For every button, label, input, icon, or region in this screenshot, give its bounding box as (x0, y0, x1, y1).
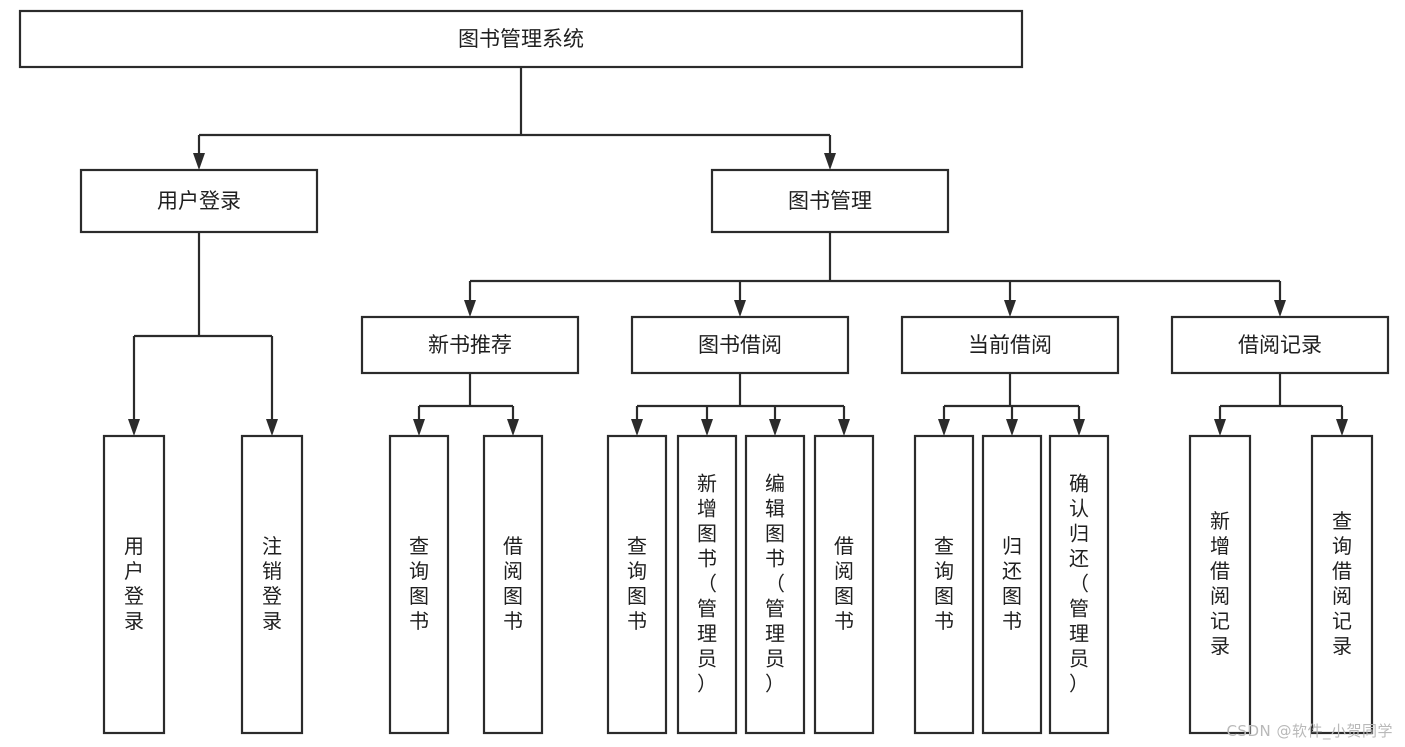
node-box (744, 434, 806, 735)
edge-arrow-head (193, 153, 205, 170)
edge-group-record (1214, 373, 1348, 436)
node-box (360, 315, 580, 375)
node-label: 查询图书 (409, 534, 429, 633)
edge-arrow-head (1006, 419, 1018, 436)
node-label: 查询借阅记录 (1332, 509, 1352, 658)
node-box (981, 434, 1043, 735)
edge-arrow-head (734, 300, 746, 317)
node-label: 图书管理系统 (458, 27, 584, 51)
node-leaf-rec-1[interactable]: 新增借阅记录 (1188, 434, 1252, 735)
edge-arrow-head (938, 419, 950, 436)
edge-arrow-head (769, 419, 781, 436)
node-box (606, 434, 668, 735)
node-borrow[interactable]: 图书借阅 (630, 315, 850, 375)
node-box (1310, 434, 1374, 735)
node-leaf-cur-3[interactable]: 确认归还（管理员） (1048, 434, 1110, 735)
edge-arrow-head (824, 153, 836, 170)
edge-arrow-head (1004, 300, 1016, 317)
node-box (676, 434, 738, 735)
node-label: 当前借阅 (968, 333, 1052, 357)
node-leaf-cur-1[interactable]: 查询图书 (913, 434, 975, 735)
edge-group-newbook (413, 373, 519, 436)
node-box (18, 9, 1024, 69)
node-leaf-login-2[interactable]: 注销登录 (240, 434, 304, 735)
edge-arrow-head (1073, 419, 1085, 436)
node-label: 确认归还（管理员） (1069, 471, 1089, 695)
edges-layer (128, 67, 1348, 436)
node-label: 查询图书 (934, 534, 954, 633)
node-box (388, 434, 450, 735)
node-box (482, 434, 544, 735)
node-label: 编辑图书（管理员） (765, 471, 785, 695)
node-label: 归还图书 (1002, 534, 1022, 633)
node-newbook[interactable]: 新书推荐 (360, 315, 580, 375)
node-label: 新书推荐 (428, 333, 512, 357)
node-leaf-rec-2[interactable]: 查询借阅记录 (1310, 434, 1374, 735)
node-label: 新增借阅记录 (1210, 509, 1230, 658)
edge-arrow-head (701, 419, 713, 436)
node-leaf-new-1[interactable]: 查询图书 (388, 434, 450, 735)
node-box (813, 434, 875, 735)
node-box (1048, 434, 1110, 735)
node-label: 用户登录 (124, 534, 144, 633)
node-box (630, 315, 850, 375)
edge-arrow-head (507, 419, 519, 436)
edge-group-borrow (631, 373, 850, 436)
node-leaf-new-2[interactable]: 借阅图书 (482, 434, 544, 735)
edge-arrow-head (128, 419, 140, 436)
edge-group-login (128, 232, 278, 436)
edge-arrow-head (631, 419, 643, 436)
node-bookmgmt[interactable]: 图书管理 (710, 168, 950, 234)
node-box (79, 168, 319, 234)
node-box (240, 434, 304, 735)
edge-group-bookmgmt (464, 232, 1286, 317)
edge-arrow-head (266, 419, 278, 436)
node-label: 借阅记录 (1238, 333, 1322, 357)
node-label: 图书管理 (788, 189, 872, 213)
node-root[interactable]: 图书管理系统 (18, 9, 1024, 69)
edge-arrow-head (1214, 419, 1226, 436)
node-current[interactable]: 当前借阅 (900, 315, 1120, 375)
node-login[interactable]: 用户登录 (79, 168, 319, 234)
node-label: 借阅图书 (503, 534, 523, 633)
node-box (1188, 434, 1252, 735)
node-leaf-bor-3[interactable]: 编辑图书（管理员） (744, 434, 806, 735)
node-label: 用户登录 (157, 189, 241, 213)
edge-arrow-head (838, 419, 850, 436)
node-leaf-cur-2[interactable]: 归还图书 (981, 434, 1043, 735)
edge-group-current (938, 373, 1085, 436)
node-box (102, 434, 166, 735)
edge-arrow-head (413, 419, 425, 436)
edge-arrow-head (464, 300, 476, 317)
node-label: 图书借阅 (698, 333, 782, 357)
node-leaf-bor-2[interactable]: 新增图书（管理员） (676, 434, 738, 735)
node-label: 新增图书（管理员） (697, 471, 717, 695)
node-leaf-bor-1[interactable]: 查询图书 (606, 434, 668, 735)
nodes-layer: 图书管理系统用户登录图书管理新书推荐图书借阅当前借阅借阅记录用户登录注销登录查询… (18, 9, 1390, 735)
node-box (913, 434, 975, 735)
node-box (710, 168, 950, 234)
node-leaf-login-1[interactable]: 用户登录 (102, 434, 166, 735)
edge-group-root (193, 67, 836, 170)
node-box (900, 315, 1120, 375)
node-label: 注销登录 (262, 534, 282, 633)
node-label: 查询图书 (627, 534, 647, 633)
edge-arrow-head (1274, 300, 1286, 317)
csdn-watermark: CSDN @软件_小贺同学 (1226, 722, 1393, 740)
node-record[interactable]: 借阅记录 (1170, 315, 1390, 375)
node-label: 借阅图书 (834, 534, 854, 633)
node-box (1170, 315, 1390, 375)
node-leaf-bor-4[interactable]: 借阅图书 (813, 434, 875, 735)
edge-arrow-head (1336, 419, 1348, 436)
